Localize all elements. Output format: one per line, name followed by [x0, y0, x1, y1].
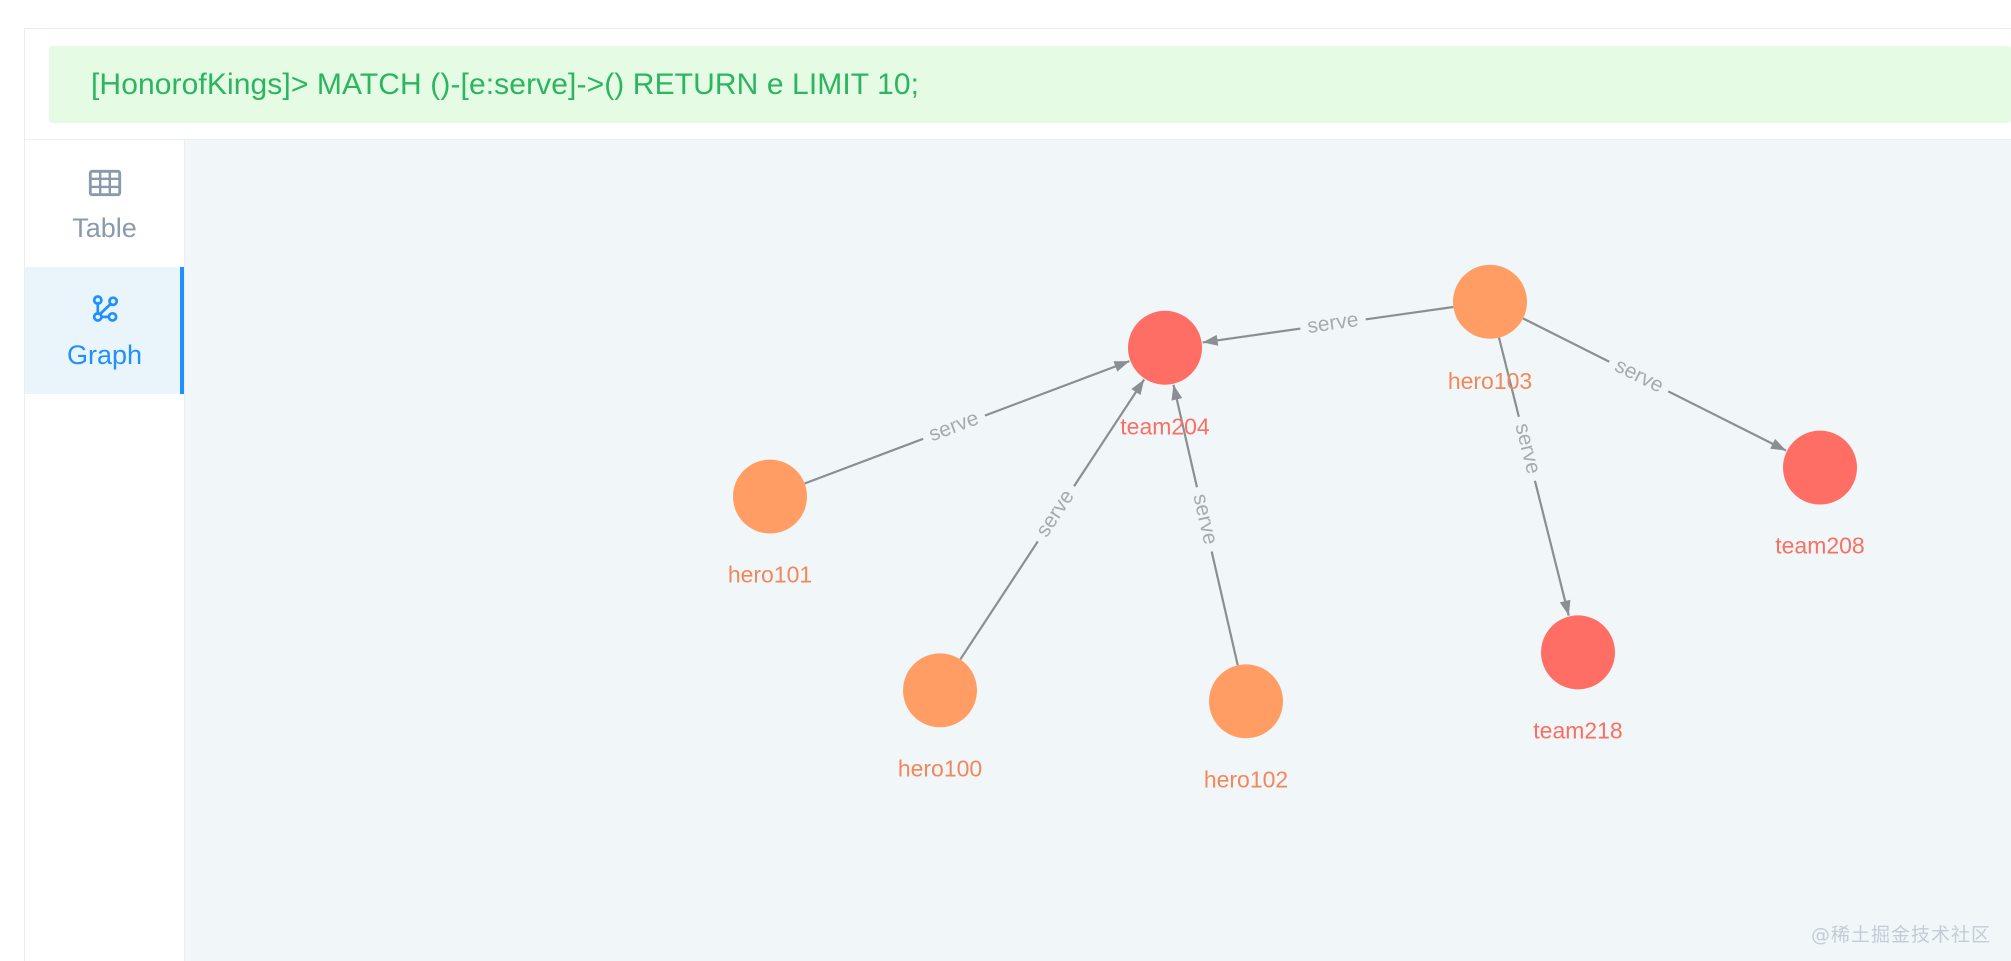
sidebar-item-graph-label: Graph [66, 340, 143, 370]
graph-edge[interactable]: serve [959, 378, 1146, 661]
node-circle[interactable] [1783, 430, 1857, 505]
node-label: hero101 [728, 562, 812, 588]
watermark: @稀土掘金技术社区 [1810, 924, 1991, 946]
edge-label-backdrop [1603, 350, 1675, 403]
sidebar-item-table[interactable]: Table [25, 140, 184, 267]
node-label: hero102 [1204, 766, 1288, 792]
node-label: team218 [1533, 717, 1622, 743]
edge-arrowhead [1559, 599, 1571, 616]
table-grid-icon [87, 165, 123, 201]
graph-node[interactable]: hero102 [1204, 664, 1288, 792]
edge-label-backdrop [918, 403, 990, 452]
graph-network-icon [87, 292, 123, 328]
node-label: team204 [1120, 414, 1210, 440]
node-label: team208 [1775, 533, 1864, 559]
node-label: hero100 [898, 755, 982, 781]
graph-edge[interactable]: serve [1202, 305, 1454, 346]
query-bar[interactable]: [HonorofKings]> MATCH ()-[e:serve]->() R… [49, 46, 2011, 123]
edge-arrowhead [1131, 379, 1145, 396]
node-circle[interactable] [903, 653, 977, 728]
edge-label-backdrop [1026, 479, 1085, 549]
edge-label-backdrop [1184, 484, 1225, 555]
edge-arrowhead [1113, 361, 1130, 372]
result-view-sidebar: Table Graph [25, 140, 185, 961]
graph-edge[interactable]: serve [804, 360, 1130, 485]
graph-nodes-layer: hero101 hero100 hero102 hero103 team204 team2… [728, 264, 1865, 792]
graph-node[interactable]: hero103 [1448, 264, 1532, 394]
edge-arrowhead [1171, 384, 1183, 401]
sidebar-item-table-label: Table [72, 213, 137, 243]
node-circle[interactable] [1453, 264, 1527, 339]
graph-edge[interactable]: serve [1522, 317, 1787, 452]
graph-node[interactable]: hero100 [898, 653, 982, 781]
graph-node[interactable]: team208 [1775, 430, 1865, 559]
edge-label-backdrop [1506, 413, 1548, 484]
edge-arrowhead [1202, 334, 1219, 346]
node-circle[interactable] [1209, 664, 1283, 739]
edge-label-backdrop [1298, 306, 1368, 342]
node-circle[interactable] [1541, 615, 1615, 690]
query-bar-region: [HonorofKings]> MATCH ()-[e:serve]->() R… [25, 29, 2011, 140]
edge-arrowhead [1770, 438, 1787, 451]
node-circle[interactable] [1128, 310, 1202, 385]
result-card: [HonorofKings]> MATCH ()-[e:serve]->() R… [24, 28, 2011, 961]
graph-node[interactable]: hero101 [728, 459, 812, 588]
query-text: [HonorofKings]> MATCH ()-[e:serve]->() R… [91, 67, 920, 101]
node-circle[interactable] [733, 459, 807, 534]
graph-node[interactable]: team204 [1120, 310, 1210, 440]
sidebar-item-graph[interactable]: Graph [25, 267, 184, 394]
node-label: hero103 [1448, 368, 1532, 394]
graph-node[interactable]: team218 [1533, 615, 1623, 743]
